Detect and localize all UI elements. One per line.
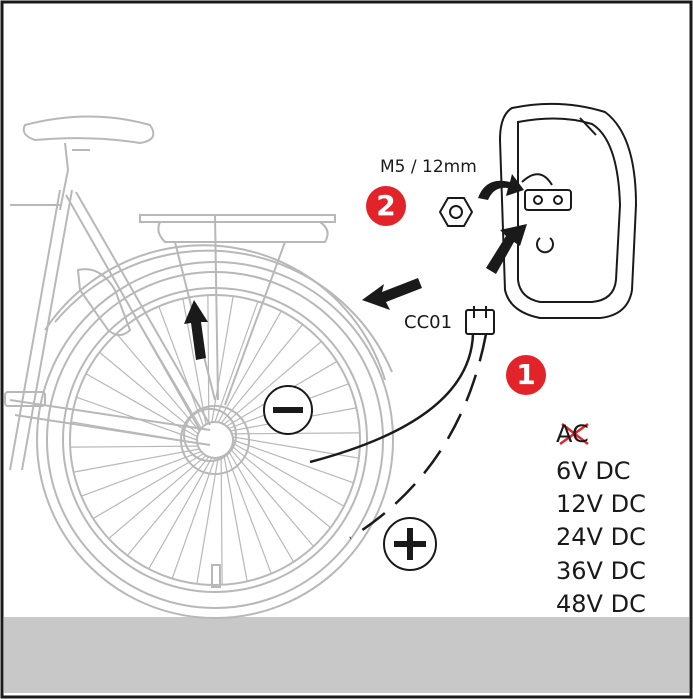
- wheel-spoke: [231, 445, 331, 529]
- voltage-item: 48V DC: [556, 590, 646, 618]
- wheel-spoke: [126, 456, 210, 556]
- wire-positive: [349, 333, 488, 540]
- connector-plug-icon: [465, 306, 495, 335]
- plus-terminal-icon: [383, 517, 437, 571]
- wheel-spoke: [220, 324, 304, 424]
- wheel-spoke: [116, 333, 200, 432]
- wheel-spoke: [70, 445, 199, 448]
- wheel-spoke: [223, 455, 248, 582]
- hex-nut-icon: [438, 197, 474, 227]
- voltage-ac-crossed: AC: [556, 420, 589, 448]
- step-two-badge: 2: [366, 186, 406, 226]
- wire-negative: [309, 333, 475, 464]
- ac-cross-mark: [559, 422, 589, 446]
- wheel-spoke: [232, 436, 359, 459]
- rear-light-unit: [498, 102, 638, 319]
- wheel-spoke: [214, 301, 259, 423]
- wheel-spoke: [148, 457, 213, 570]
- wheel-spoke: [226, 453, 272, 574]
- wheel-spoke: [196, 457, 219, 584]
- wheel-spoke: [207, 295, 210, 424]
- voltage-item: 6V DC: [556, 457, 631, 485]
- wheel-spoke: [99, 351, 199, 435]
- wheel-spoke: [108, 455, 207, 539]
- wheel-spoke: [228, 451, 295, 563]
- bicycle-illustration: [4, 115, 394, 619]
- wheel-spoke: [171, 457, 216, 579]
- wheel-spoke: [85, 373, 198, 438]
- floor-band: [4, 617, 689, 693]
- wheel-spoke: [232, 442, 345, 507]
- connector-label: CC01: [404, 312, 453, 333]
- wheel-spoke: [81, 451, 202, 497]
- minus-terminal-icon: [263, 385, 313, 435]
- wheel-spoke: [92, 453, 204, 520]
- step-one-badge: 1: [506, 355, 546, 395]
- voltage-item: 36V DC: [556, 557, 646, 585]
- wheel-spoke: [230, 448, 314, 547]
- voltage-item: 24V DC: [556, 523, 646, 551]
- wheel-spoke: [217, 310, 282, 423]
- bolt-spec-label: M5 / 12mm: [380, 157, 477, 177]
- wheel-spoke: [223, 341, 322, 425]
- wheel-spoke: [211, 296, 234, 423]
- wheel-spoke: [73, 448, 200, 473]
- wheel-spoke: [232, 439, 354, 484]
- wheel-spoke: [158, 306, 204, 427]
- arrow-icon: [184, 174, 527, 360]
- wheel-spoke: [220, 456, 223, 585]
- voltage-item: 12V DC: [556, 490, 646, 518]
